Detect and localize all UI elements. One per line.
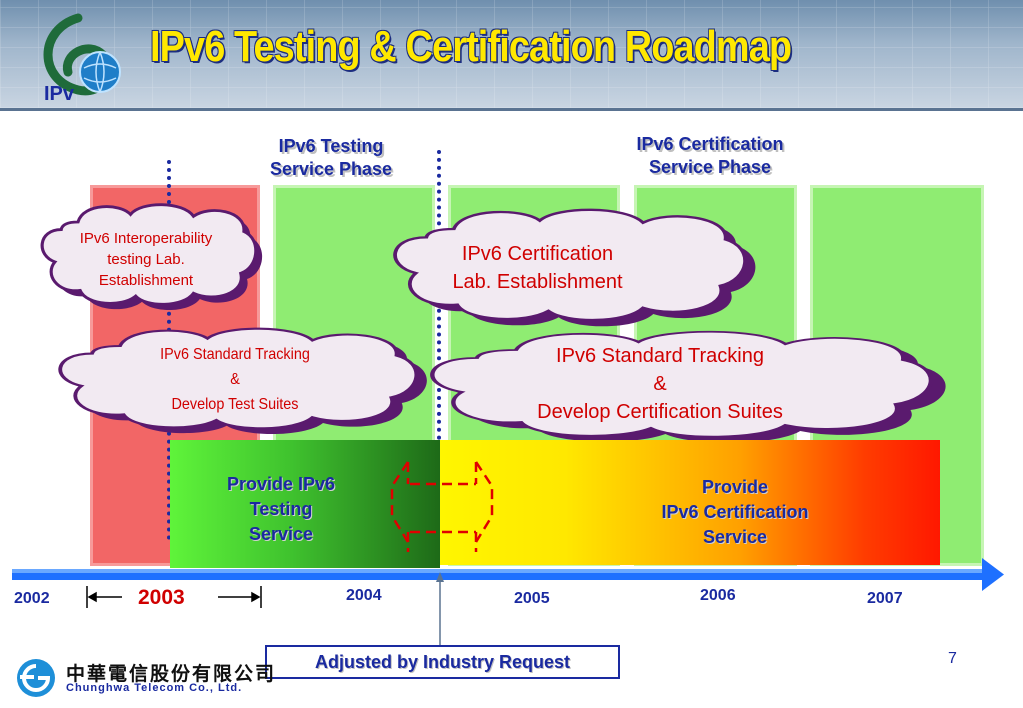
cloud-stdcert-line2: &: [653, 373, 667, 395]
header-banner: [0, 0, 1023, 111]
cloud-std-tracking-test-text: IPv6 Standard Tracking & Develop Test Su…: [123, 342, 348, 417]
phase-testing-line1: IPv6 Testing: [278, 136, 384, 156]
phase-cert-line1: IPv6 Certification: [636, 134, 784, 154]
cloud-interop-lab-text: IPv6 Interoperability testing Lab. Estab…: [50, 228, 242, 291]
cloud-stdtest-line1: IPv6 Standard Tracking: [160, 346, 310, 363]
phase-label-testing: IPv6 Testing Service Phase: [236, 135, 426, 181]
cloud-stdtest-line2: &: [230, 371, 240, 388]
double-arrow-icon: [390, 461, 494, 552]
cloud-certlab-line2: Lab. Establishment: [452, 271, 623, 293]
cloud-std-tracking-cert-text: IPv6 Standard Tracking & Develop Certifi…: [470, 342, 850, 426]
cloud-interop-line3: Establishment: [98, 272, 194, 289]
cloud-stdcert-line1: IPv6 Standard Tracking: [556, 345, 764, 367]
testing-service-line2: Testing: [249, 499, 313, 519]
page-title: IPv6 Testing & Certification Roadmap: [150, 22, 792, 71]
company-name-chinese: 中華電信股份有限公司: [66, 664, 277, 685]
timeline-axis: [12, 558, 1004, 591]
cloud-certlab-line1: IPv6 Certification: [461, 243, 614, 265]
cloud-cert-lab-text: IPv6 Certification Lab. Establishment: [410, 240, 665, 296]
certification-service-label: Provide IPv6 Certification Service: [615, 475, 855, 550]
cloud-stdcert-line3: Develop Certification Suites: [537, 401, 783, 423]
year-2003-span: [86, 586, 262, 608]
phase-cert-line2: Service Phase: [648, 157, 772, 177]
ipv6-logo-text: IPv: [44, 83, 75, 105]
cloud-interop-line1: IPv6 Interoperability: [79, 230, 213, 247]
year-label-2007: 2007: [867, 590, 903, 607]
year-label-2006: 2006: [700, 587, 736, 604]
year-label-2005: 2005: [514, 590, 550, 607]
cert-service-line1: Provide: [701, 477, 769, 497]
phase-testing-line2: Service Phase: [269, 159, 393, 179]
testing-service-bar: [170, 440, 440, 568]
cloud-interop-line2: testing Lab.: [107, 251, 185, 268]
adjusted-pointer: [436, 572, 444, 645]
phase-label-certification: IPv6 Certification Service Phase: [600, 133, 820, 179]
testing-service-line3: Service: [248, 524, 314, 544]
year-label-2002: 2002: [14, 590, 50, 607]
certification-service-bar: [440, 440, 940, 565]
adjusted-by-industry-box: Adjusted by Industry Request: [265, 645, 620, 679]
cert-service-line2: IPv6 Certification: [661, 502, 809, 522]
cloud-stdtest-line3: Develop Test Suites: [171, 396, 299, 413]
cert-service-line3: Service: [702, 527, 768, 547]
testing-service-label: Provide IPv6 Testing Service: [196, 472, 366, 547]
ipv6-logo-icon: IPv: [43, 13, 121, 105]
year-label-2004: 2004: [346, 587, 382, 604]
page-number: 7: [948, 650, 957, 667]
company-name-english: Chunghwa Telecom Co., Ltd.: [66, 682, 243, 694]
year-label-2003: 2003: [138, 586, 185, 609]
header-grid-pattern: [0, 0, 1023, 108]
testing-service-line1: Provide IPv6: [226, 474, 336, 494]
chunghwa-logo-icon: [17, 659, 55, 697]
